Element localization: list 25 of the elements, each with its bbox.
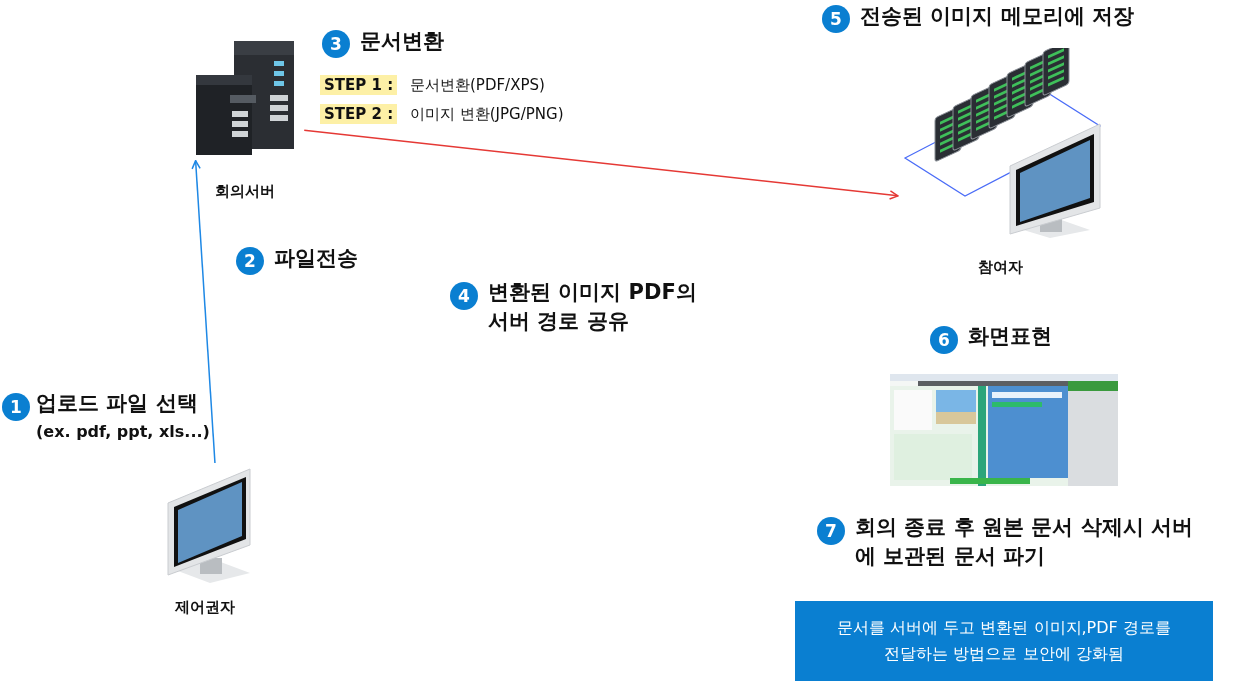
- step-title: 파일전송: [274, 245, 358, 272]
- arrow: [191, 159, 216, 464]
- step-number: 2: [236, 247, 264, 275]
- step-title: 변환된 이미지 PDF의 서버 경로 공유: [488, 279, 698, 336]
- device-label: 회의서버: [214, 182, 276, 201]
- step-title: 화면표현: [968, 323, 1052, 350]
- step-tag: STEP 2 :: [320, 104, 398, 124]
- step-number: 4: [450, 282, 478, 310]
- step-title: 회의 종료 후 원본 문서 삭제시 서버에 보관된 문서 파기: [855, 514, 1194, 571]
- step-number: 6: [930, 326, 958, 354]
- device-label: 참여자: [976, 258, 1024, 277]
- step-number: 5: [822, 5, 850, 33]
- arrow: [303, 129, 899, 200]
- step-title: 업로드 파일 선택: [36, 390, 198, 417]
- step-number: 3: [322, 30, 350, 58]
- info-box: 문서를 서버에 두고 변환된 이미지,PDF 경로를 전달하는 방법으로 보안에 강화됨: [795, 601, 1213, 681]
- step-number: 7: [817, 517, 845, 545]
- step-text: 이미지 변환(JPG/PNG): [410, 105, 564, 124]
- device-label: 제어권자: [174, 598, 236, 617]
- step-number: 1: [2, 393, 30, 421]
- step-title: 문서변환: [360, 28, 444, 55]
- step-title: 전송된 이미지 메모리에 저장: [860, 3, 1135, 30]
- step-text: 문서변환(PDF/XPS): [410, 76, 545, 95]
- step-note: (ex. pdf, ppt, xls...): [36, 422, 210, 441]
- step-tag: STEP 1 :: [320, 75, 398, 95]
